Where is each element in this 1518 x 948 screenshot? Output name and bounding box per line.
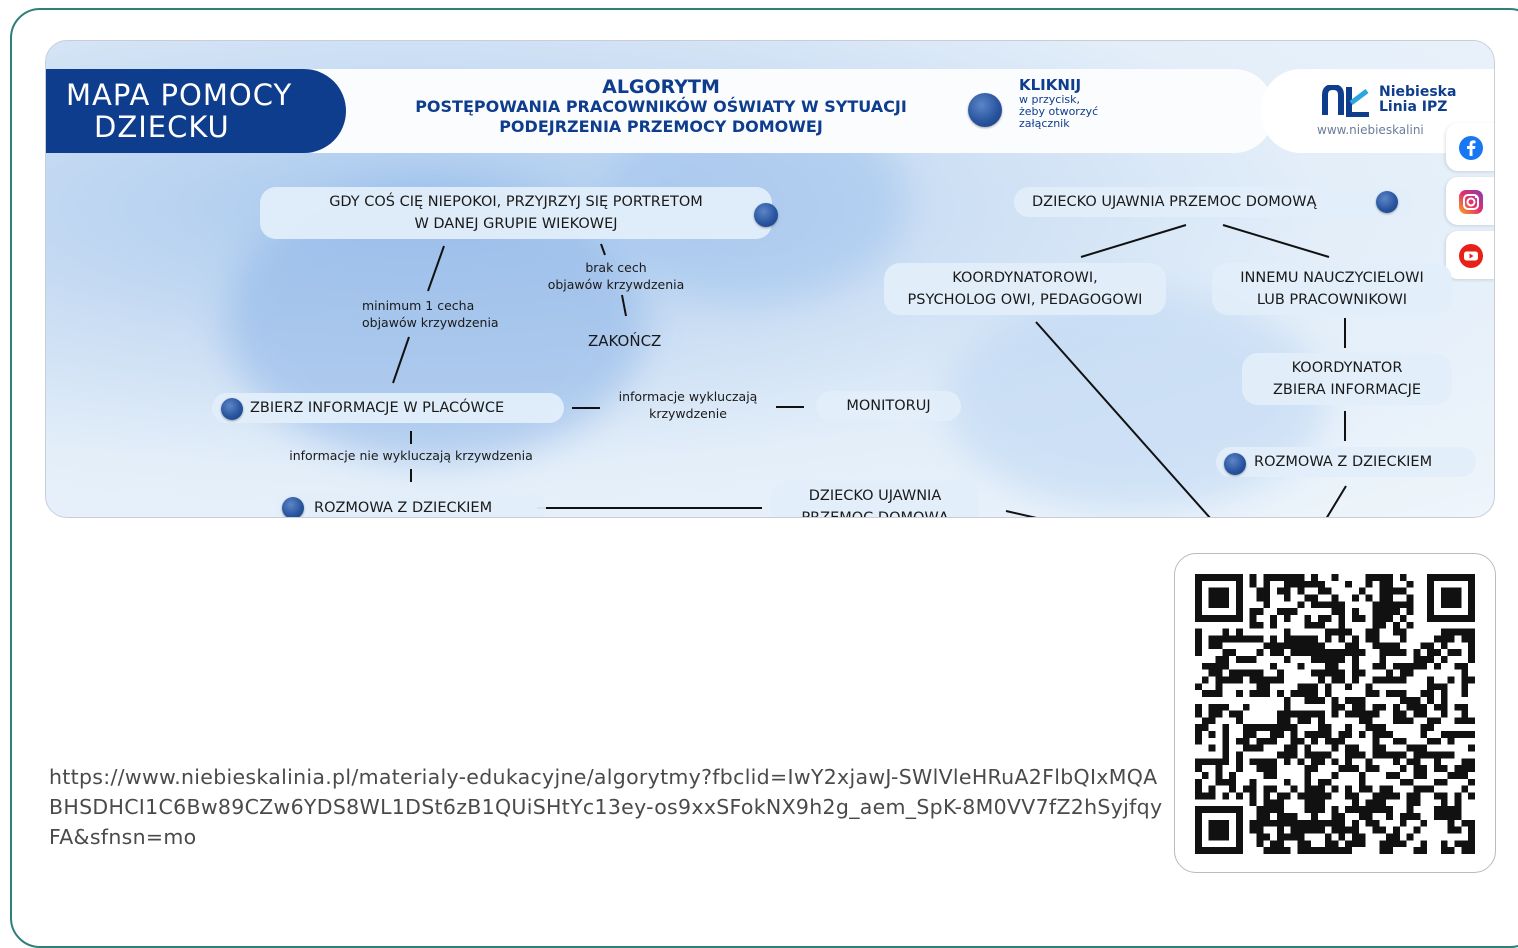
node-koordynatorowi: KOORDYNATOROWI, PSYCHOLOG OWI, PEDAGOGOW… [884,263,1166,315]
algo-line2: POSTĘPOWANIA PRACOWNIKÓW OŚWIATY W SYTUA… [415,97,907,116]
wyklucz-line2: krzywdzenie [649,406,727,421]
algo-title: ALGORYTM [602,76,720,98]
portrety-line2: W DANEJ GRUPIE WIEKOWEJ [414,216,618,232]
node-ujawnia-right: DZIECKO UJAWNIA PRZEMOC DOMOWĄ [1014,187,1414,217]
logo-url: www.niebieskalini [1317,123,1424,137]
brand-badge: MAPA POMOCY DZIECKU [46,69,346,153]
algorithm-title: ALGORYTM POSTĘPOWANIA PRACOWNIKÓW OŚWIAT… [391,77,931,137]
ujawnia-mid-line2: PRZEMOC DOMOWĄ [801,510,949,518]
monitoruj-label: MONITORUJ [846,398,931,414]
zbierz-attachment-button[interactable] [221,398,243,420]
klik-line3: załącznik [1019,117,1070,130]
koord-line1: KOORDYNATOROWI, [952,270,1098,286]
innemu-line2: LUB PRACOWNIKOWI [1256,292,1408,308]
click-hint: KLIKNIJ w przycisk, żeby otworzyć załącz… [1019,77,1098,130]
attachment-button[interactable] [968,93,1002,127]
node-ujawnia-mid: DZIECKO UJAWNIA PRZEMOC DOMOWĄ [771,481,979,518]
node-innemu: INNEMU NAUCZYCIELOWI LUB PRACOWNIKOWI [1212,263,1452,315]
logo-text: Niebieska Linia IPZ [1379,85,1456,115]
node-portrety: GDY COŚ CIĘ NIEPOKOI, PRZYJRZYJ SIĘ PORT… [260,187,772,239]
facebook-button[interactable] [1446,123,1494,171]
ujawnia-right-label: DZIECKO UJAWNIA PRZEMOC DOMOWĄ [1032,194,1317,210]
innemu-line1: INNEMU NAUCZYCIELOWI [1240,270,1424,286]
label-brak: brak cech objawów krzywdzenia [541,259,691,293]
ujawnia-mid-line1: DZIECKO UJAWNIA [808,488,942,504]
node-zbierz: ZBIERZ INFORMACJE W PLACÓWCE [212,393,564,423]
klik-line2: żeby otworzyć [1019,105,1099,118]
youtube-button[interactable] [1446,231,1494,279]
node-rozmowa-left: ROZMOWA Z DZIECKIEM [276,493,546,517]
brand-line2: DZIECKU [94,110,230,144]
brand-line1: MAPA POMOCY [66,78,293,112]
koord-zbiera-line1: KOORDYNATOR [1291,360,1403,376]
qr-code-icon [1195,574,1475,854]
banner-image[interactable]: MAPA POMOCY DZIECKU ALGORYTM POSTĘPOWANI… [45,40,1495,518]
facebook-icon [1459,136,1483,160]
label-wykluczaja: informacje wykluczają krzywdzenie [608,388,768,422]
algo-line3: PODEJRZENIA PRZEMOCY DOMOWEJ [499,117,823,136]
niebieska-linia-logo-icon [1322,85,1369,117]
link-url[interactable]: https://www.niebieskalinia.pl/materialy-… [49,765,1163,849]
min-line1: minimum 1 cecha [362,298,475,313]
portrety-attachment-button[interactable] [754,203,778,227]
rozmowa-right-label: ROZMOWA Z DZIECKIEM [1254,454,1433,470]
youtube-icon [1459,244,1483,268]
node-zakoncz: ZAKOŃCZ [588,332,662,350]
ujawnia-right-attachment-button[interactable] [1376,191,1398,213]
rozmowa-left-attachment-button[interactable] [282,497,304,517]
instagram-button[interactable] [1446,177,1494,225]
koord-line2: PSYCHOLOG OWI, PEDAGOGOWI [907,292,1143,308]
instagram-icon [1459,190,1483,214]
label-nie-wykluczaja: informacje nie wykluczają krzywdzenia [289,448,533,463]
qr-code-box [1174,553,1496,873]
node-rozmowa-right: ROZMOWA Z DZIECKIEM [1216,447,1476,477]
min-line2: objawów krzywdzenia [362,315,499,330]
rozmowa-right-attachment-button[interactable] [1224,453,1246,475]
label-minimum: minimum 1 cecha objawów krzywdzenia [362,297,499,331]
klik-title: KLIKNIJ [1019,76,1082,94]
portrety-line1: GDY COŚ CIĘ NIEPOKOI, PRZYJRZYJ SIĘ PORT… [329,194,703,210]
node-koordynator-zbiera: KOORDYNATOR ZBIERA INFORMACJE [1242,353,1452,405]
flow-connectors [392,224,1347,517]
zbierz-label: ZBIERZ INFORMACJE W PLACÓWCE [250,400,505,416]
koord-zbiera-line2: ZBIERA INFORMACJE [1272,382,1422,398]
klik-line1: w przycisk, [1019,93,1080,106]
node-monitoruj: MONITORUJ [816,391,961,421]
logo-line2: Linia IPZ [1379,99,1448,115]
logo-line1: Niebieska [1379,84,1457,100]
brak-line1: brak cech [585,260,647,275]
rozmowa-left-label: ROZMOWA Z DZIECKIEM [314,500,493,516]
wyklucz-line1: informacje wykluczają [618,389,758,404]
brak-line2: objawów krzywdzenia [547,277,685,292]
